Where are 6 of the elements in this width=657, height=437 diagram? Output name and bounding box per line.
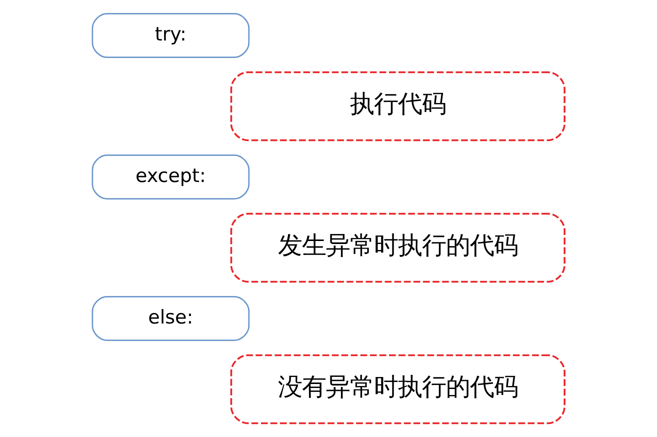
node-box: except: — [92, 154, 250, 200]
node-box: 没有异常时执行的代码 — [230, 354, 566, 424]
node-box: else: — [92, 296, 250, 341]
node-box: 执行代码 — [230, 71, 566, 142]
node-box: 发生异常时执行的代码 — [230, 212, 566, 283]
node-box: try: — [92, 13, 250, 58]
